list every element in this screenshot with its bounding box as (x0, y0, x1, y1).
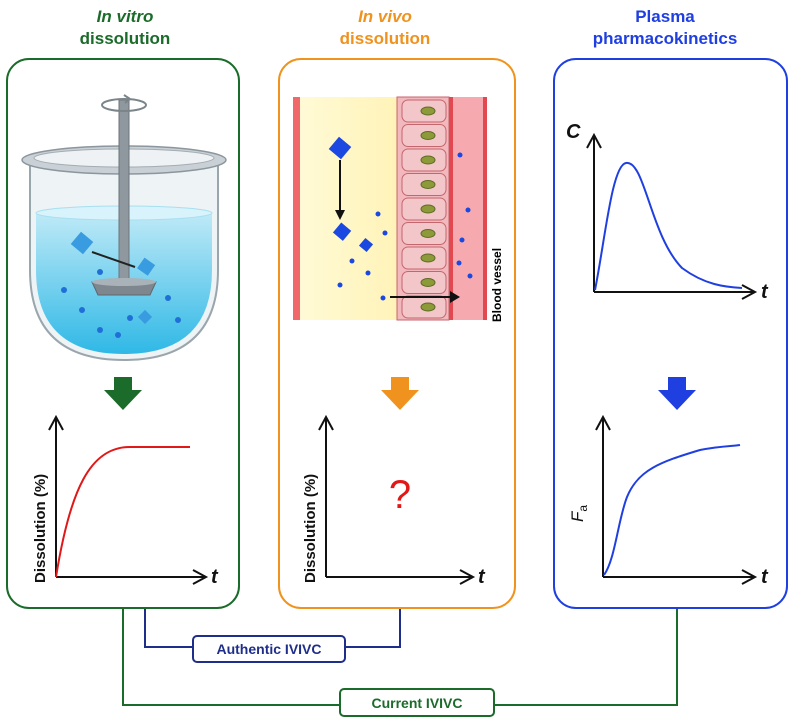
plasma-pk-title-line1: Plasma (635, 7, 695, 26)
in-vivo-y-arrowhead (318, 414, 334, 431)
pk-c-y-arrowhead (586, 132, 602, 149)
pk-fa-x-arrowhead (741, 569, 758, 585)
pk-c-y-label: C (566, 121, 581, 143)
pk-fa-y-arrowhead (595, 414, 611, 431)
cell-nucleus (420, 106, 436, 116)
in-vitro-title: In vitro dissolution (20, 6, 230, 50)
in-vitro-x-label: t (211, 566, 219, 588)
plasma-concentration-curve (594, 162, 743, 291)
in-vivo-title: In vivo dissolution (285, 6, 485, 50)
cell-nucleus (420, 278, 436, 287)
plasma-pk-title: Plasma pharmacokinetics (555, 6, 775, 50)
pk-fa-x-label: t (761, 566, 769, 588)
cell-nucleus (420, 253, 436, 263)
cell-nucleus (420, 229, 436, 238)
in-vivo-y-label: Dissolution (%) (302, 474, 319, 583)
pk-fa-y-label-sub: a (576, 505, 590, 512)
cell-nucleus (420, 131, 436, 140)
in-vitro-y-label: Dissolution (%) (32, 474, 49, 583)
unknown-question-mark: ? (389, 473, 411, 517)
in-vitro-down-arrow (104, 377, 142, 410)
plasma-pk-title-line2: pharmacokinetics (592, 29, 738, 48)
pk-c-x-label: t (761, 281, 769, 303)
intestine-illustration (293, 96, 487, 321)
dissolution-vessel-illustration (21, 94, 227, 362)
fraction-absorbed-curve (603, 444, 741, 576)
authentic-ivivc-box (192, 635, 346, 663)
pk-fa-y-label-main: F (568, 510, 587, 522)
in-vitro-title-line2: dissolution (79, 29, 171, 48)
in-vitro-title-line1: In vitro (96, 7, 154, 26)
authentic-ivivc-label: Authentic IVIVC (216, 641, 321, 657)
blood-vessel-label: Blood vessel (490, 248, 504, 322)
cell-nucleus (420, 302, 436, 312)
in-vivo-down-arrow (381, 377, 419, 410)
in-vivo-title-line1: In vivo (358, 7, 412, 26)
in-vivo-x-label: t (478, 566, 486, 588)
in-vivo-x-arrowhead (459, 569, 476, 585)
in-vivo-title-line2: dissolution (339, 29, 431, 48)
pk-fa-y-label: Fa (568, 505, 590, 522)
cell-nucleus (420, 180, 436, 189)
in-vitro-x-arrowhead (192, 569, 209, 585)
cell-nucleus (420, 204, 436, 214)
cell-nucleus (420, 155, 436, 165)
pk-c-x-arrowhead (741, 284, 758, 300)
plasma-panel (553, 58, 788, 609)
plasma-down-arrow (658, 377, 696, 410)
current-ivivc-box (339, 688, 495, 717)
current-ivivc-label: Current IVIVC (371, 695, 462, 711)
in-vitro-dissolution-curve (55, 446, 190, 578)
in-vitro-y-arrowhead (48, 414, 64, 431)
